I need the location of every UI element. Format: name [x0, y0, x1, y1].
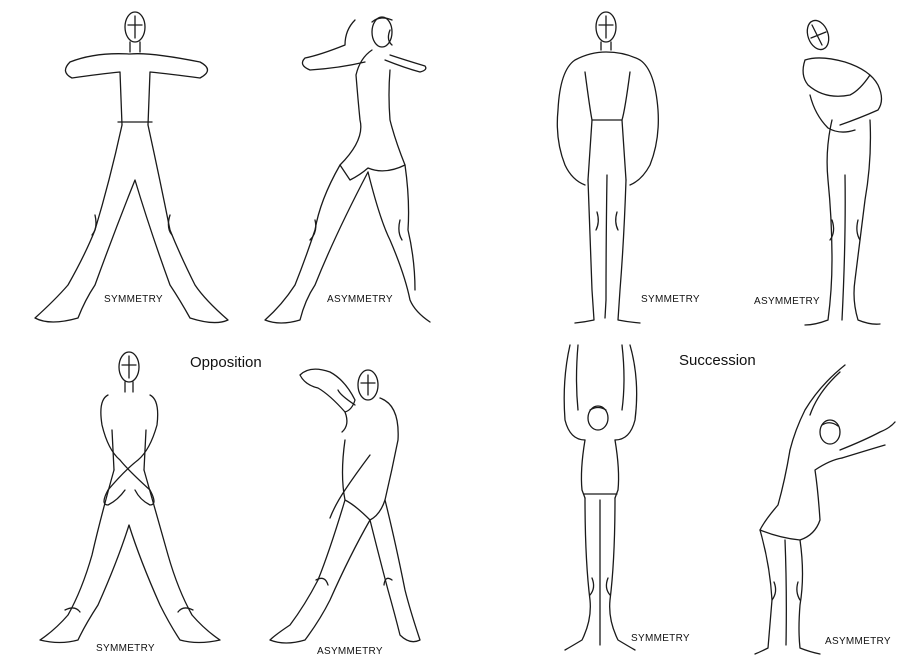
caption-opposition-bottom-symmetry: SYMMETRY — [96, 643, 155, 654]
caption-succession-bottom-asymmetry: ASYMMETRY — [825, 636, 891, 647]
figure-opposition-asymmetry-twist — [270, 369, 420, 643]
caption-succession-bottom-symmetry: SYMMETRY — [631, 633, 690, 644]
figure-succession-asymmetry-hug — [803, 17, 881, 325]
figure-opposition-asymmetry-reach — [265, 17, 430, 323]
figure-succession-symmetry-standing — [557, 12, 658, 323]
caption-opposition-top-symmetry: SYMMETRY — [104, 294, 163, 305]
figure-succession-asymmetry-lean — [755, 365, 895, 654]
section-title-succession: Succession — [679, 352, 756, 369]
caption-opposition-bottom-asymmetry: ASYMMETRY — [317, 646, 383, 657]
figure-opposition-symmetry-crossed-arms — [40, 352, 220, 643]
caption-succession-top-symmetry: SYMMETRY — [641, 294, 700, 305]
caption-succession-top-asymmetry: ASYMMETRY — [754, 296, 820, 307]
caption-opposition-top-asymmetry: ASYMMETRY — [327, 294, 393, 305]
figure-opposition-symmetry-arms-out — [35, 12, 228, 323]
section-title-opposition: Opposition — [190, 354, 262, 371]
figure-succession-symmetry-arms-up — [564, 345, 636, 650]
